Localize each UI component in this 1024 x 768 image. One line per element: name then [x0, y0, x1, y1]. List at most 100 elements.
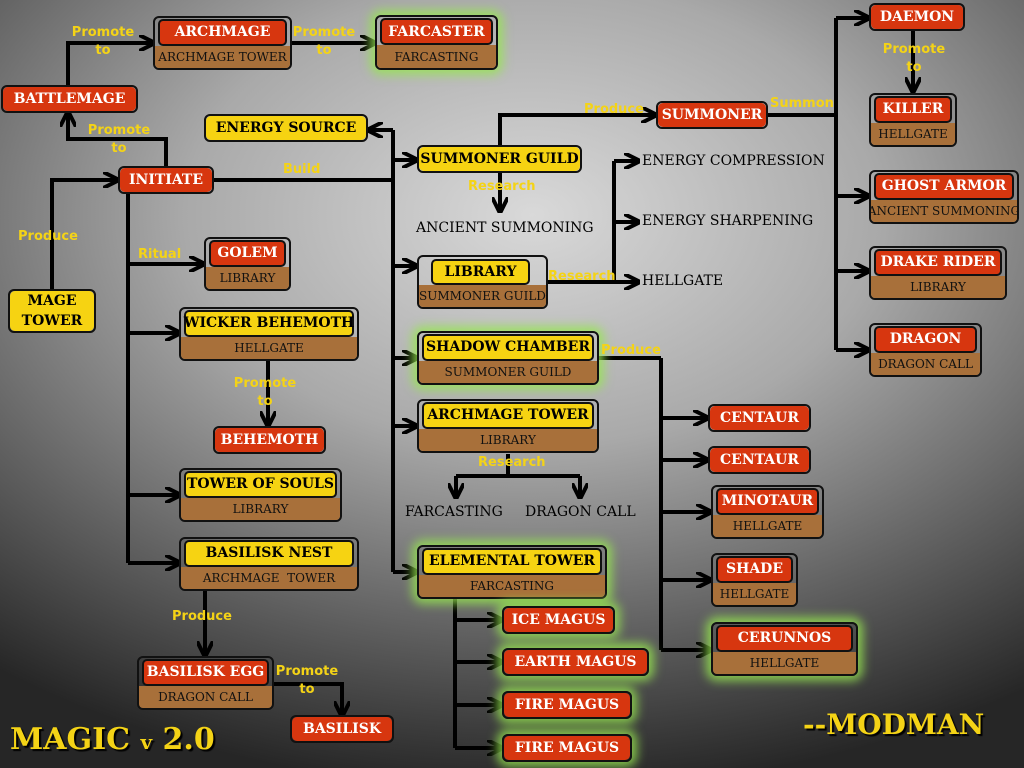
archmage-title: ARCHMAGE	[158, 19, 287, 46]
fire-magus-2-node[interactable]: FIRE MAGUS	[502, 734, 632, 762]
wicker-behemoth-requirement: HELLGATE	[181, 336, 357, 359]
farcaster-requirement: FARCASTING	[377, 45, 496, 68]
cerunnos-title: CERUNNOS	[716, 625, 853, 652]
initiate-promote-label: Promote to	[87, 123, 151, 156]
footer-version-prefix: v	[140, 730, 153, 754]
battlemage-promote-label: Promote to	[71, 25, 135, 58]
ice-magus-node[interactable]: ICE MAGUS	[502, 606, 615, 634]
tower-of-souls-title: TOWER OF SOULS	[184, 471, 337, 498]
dragon-requirement: DRAGON CALL	[871, 352, 980, 375]
mage-tower-produce-label: Produce	[18, 229, 78, 244]
archmage-promote-label: Promote to	[292, 25, 356, 58]
nest-produce-label: Produce	[172, 609, 232, 624]
ice-magus-title: ICE MAGUS	[504, 608, 613, 632]
battlemage-to-archmage-line	[66, 43, 152, 86]
guild-to-summoner-line	[498, 115, 654, 145]
centaur-2-node[interactable]: CENTAUR	[708, 446, 811, 474]
fire-magus-1-node[interactable]: FIRE MAGUS	[502, 691, 632, 719]
energy-source-node[interactable]: ENERGY SOURCE	[204, 114, 368, 142]
initiate-build-label: Build	[283, 162, 321, 177]
minotaur-requirement: HELLGATE	[713, 514, 822, 537]
research-ancient-summoning: ANCIENT SUMMONING	[416, 220, 594, 236]
elemental-tower-title: ELEMENTAL TOWER	[422, 548, 602, 575]
library-research-label: Research	[548, 269, 616, 284]
behemoth-node[interactable]: BEHEMOTH	[213, 426, 326, 454]
killer-requirement: HELLGATE	[871, 122, 955, 145]
shadow-chamber-title: SHADOW CHAMBER	[422, 334, 594, 361]
centaur-2-title: CENTAUR	[710, 448, 809, 472]
research-energy-compression: ENERGY COMPRESSION	[642, 153, 825, 169]
ghost-armor-requirement: ANCIENT SUMMONING	[871, 199, 1017, 222]
killer-title: KILLER	[874, 96, 952, 123]
wicker-behemoth-title: WICKER BEHEMOTH	[184, 310, 354, 337]
research-hellgate: HELLGATE	[642, 273, 724, 289]
fire-magus-1-title: FIRE MAGUS	[504, 693, 630, 717]
summoner-guild-title: SUMMONER GUILD	[419, 147, 580, 171]
research-dragon-call: DRAGON CALL	[525, 504, 636, 520]
shade-requirement: HELLGATE	[713, 582, 796, 605]
basilisk-nest-title: BASILISK NEST	[184, 540, 354, 567]
basilisk-egg-requirement: DRAGON CALL	[139, 685, 272, 708]
summoner-summon-label: Summon	[770, 96, 834, 111]
initiate-node[interactable]: INITIATE	[118, 166, 214, 194]
earth-magus-title: EARTH MAGUS	[504, 650, 647, 674]
golem-ritual-label: Ritual	[138, 247, 182, 262]
daemon-title: DAEMON	[871, 5, 963, 29]
mage-tower-title: MAGE TOWER	[10, 291, 94, 331]
farcaster-title: FARCASTER	[380, 18, 493, 45]
golem-requirement: LIBRARY	[206, 266, 289, 289]
basilisk-title: BASILISK	[292, 717, 392, 741]
guild-produce-label: Produce	[584, 102, 644, 117]
battlemage-title: BATTLEMAGE	[3, 87, 136, 111]
footer-author: --MODMAN	[803, 708, 985, 741]
daemon-node[interactable]: DAEMON	[869, 3, 965, 31]
golem-title: GOLEM	[209, 240, 286, 267]
basilisk-node[interactable]: BASILISK	[290, 715, 394, 743]
research-energy-sharpening: ENERGY SHARPENING	[642, 213, 814, 229]
footer-version: 2.0	[162, 722, 215, 757]
initiate-to-battlemage-line	[68, 114, 168, 166]
archmage-requirement: ARCHMAGE TOWER	[155, 45, 290, 68]
basilisk-egg-title: BASILISK EGG	[142, 659, 269, 686]
summoner-title: SUMMONER	[658, 103, 766, 127]
initiate-title: INITIATE	[120, 168, 212, 192]
library-title: LIBRARY	[431, 259, 530, 285]
minotaur-title: MINOTAUR	[716, 488, 819, 515]
summoner-node[interactable]: SUMMONER	[656, 101, 768, 129]
earth-magus-node[interactable]: EARTH MAGUS	[502, 648, 649, 676]
elemental-tower-requirement: FARCASTING	[419, 574, 605, 597]
centaur-1-node[interactable]: CENTAUR	[708, 404, 811, 432]
summoner-guild-node[interactable]: SUMMONER GUILD	[417, 145, 582, 173]
research-farcasting: FARCASTING	[405, 504, 503, 520]
battlemage-node[interactable]: BATTLEMAGE	[1, 85, 138, 113]
basilisk-nest-requirement: ARCHMAGE TOWER	[181, 566, 357, 589]
behemoth-title: BEHEMOTH	[215, 428, 324, 452]
drake-rider-title: DRAKE RIDER	[874, 249, 1002, 276]
dragon-title: DRAGON	[874, 326, 977, 353]
drake-rider-requirement: LIBRARY	[871, 275, 1005, 298]
archmage-tower-title: ARCHMAGE TOWER	[422, 402, 594, 429]
energy-source-title: ENERGY SOURCE	[206, 116, 366, 140]
mage-tower-node[interactable]: MAGE TOWER	[8, 289, 96, 333]
fire-magus-2-title: FIRE MAGUS	[504, 736, 630, 760]
